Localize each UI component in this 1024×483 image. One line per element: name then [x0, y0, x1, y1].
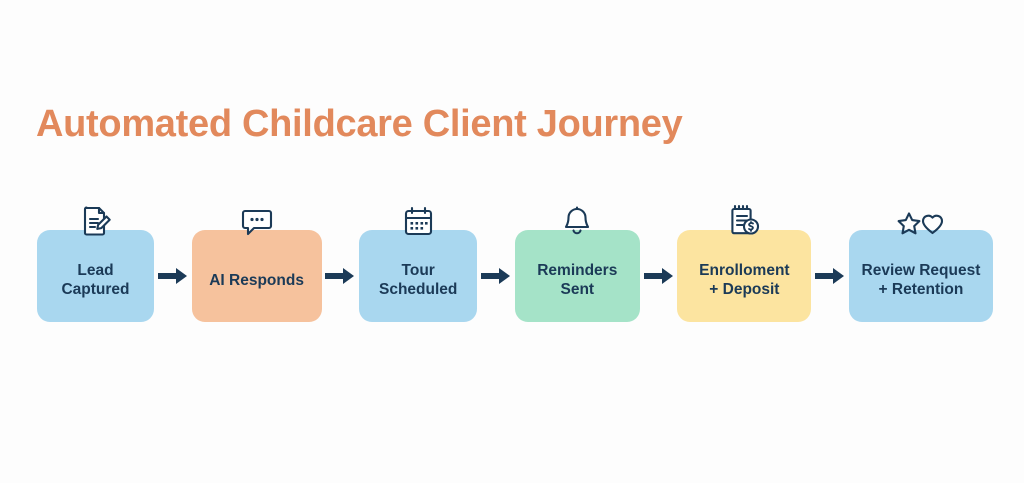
flow-step-ai-responds[interactable]: AI Responds — [191, 209, 322, 322]
flow-step-label: Lead Captured — [61, 262, 130, 298]
arrow-right-icon — [322, 230, 360, 322]
flow-step-label: Review Request + Retention — [861, 262, 981, 298]
arrow-right-icon — [477, 230, 515, 322]
arrow-right-icon — [154, 230, 192, 322]
flow-step-label: Tour Scheduled — [378, 262, 458, 298]
journey-flow-diagram: Lead Captured AI Responds — [37, 204, 993, 322]
flow-step-reminders-sent[interactable]: Reminders Sent — [514, 206, 640, 322]
notepad-dollar-icon — [716, 202, 772, 238]
flow-step-review-retention[interactable]: Review Request + Retention — [848, 212, 993, 322]
arrow-right-icon — [811, 230, 849, 322]
flow-step-lead-captured[interactable]: Lead Captured — [37, 206, 154, 322]
flow-step-label: AI Responds — [209, 271, 304, 289]
bell-icon — [549, 202, 605, 238]
page-title: Automated Childcare Client Journey — [36, 103, 683, 145]
speech-bubble-dots-icon — [229, 202, 285, 238]
flow-step-enrollment-deposit[interactable]: Enrolloment + Deposit — [677, 204, 812, 322]
flow-step-label: Enrolloment + Deposit — [699, 262, 790, 298]
calendar-icon — [390, 202, 446, 238]
arrow-right-icon — [640, 230, 678, 322]
document-pencil-icon — [68, 202, 124, 238]
star-heart-icon — [893, 202, 949, 238]
flow-step-tour-scheduled[interactable]: Tour Scheduled — [359, 206, 478, 322]
flow-step-label: Reminders Sent — [537, 262, 618, 298]
